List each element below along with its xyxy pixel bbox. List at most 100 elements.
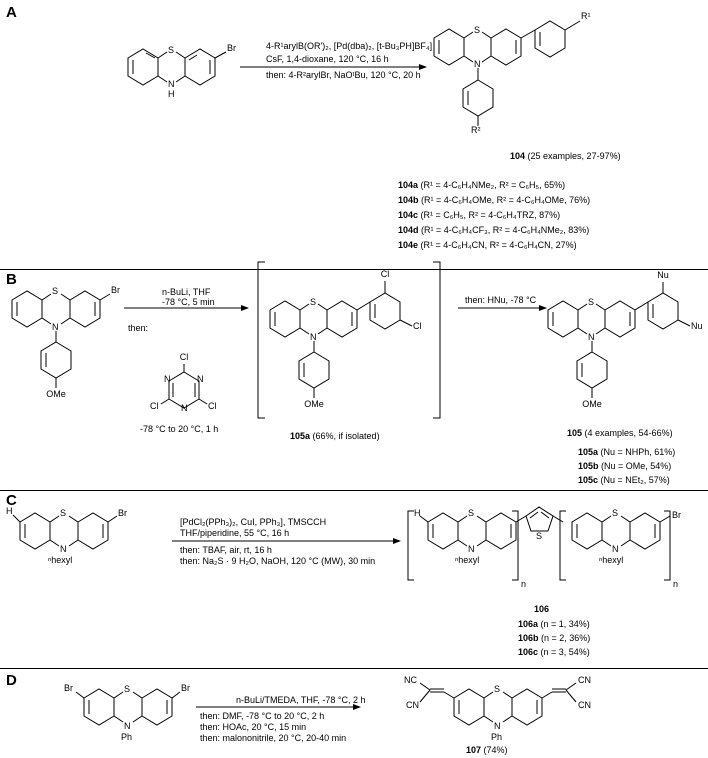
product-107-cn-bottom: CN [578, 700, 591, 710]
reactant-d-br-right: Br [181, 683, 190, 693]
reactant-b-structure [11, 290, 111, 388]
panel-label-d: D [6, 672, 17, 689]
product-107-cn-left: CN [406, 700, 419, 710]
product-107-nc: NC [404, 675, 417, 685]
product-106-s-2: S [612, 508, 619, 518]
product-104-r1: R¹ [581, 11, 591, 21]
triazine-n-2: N [197, 374, 204, 384]
reactant-d-n: N [124, 721, 131, 731]
product-105-n: N [588, 332, 595, 342]
example-104b: 104b (R¹ = 4-C₆H₄OMe, R² = 4-C₆H₄OMe, 76… [398, 195, 591, 205]
triazine-cl-right: Cl [208, 401, 217, 411]
product-106-h: H [414, 508, 421, 518]
reactant-d-ph: Ph [121, 732, 133, 742]
product-107-caption: 107 (74%) [466, 745, 508, 755]
product-106-hexyl-2: ⁿhexyl [599, 555, 624, 565]
conditions-d-line-1: n-BuLi/TMEDA, THF, -78 °C, 2 h [236, 695, 366, 705]
conditions-a-line-1: 4-R¹arylB(OR')₂, [Pd(dba)₂, [t-Bu₃PH]BF₄… [266, 41, 433, 51]
conditions-b-line-2: -78 °C, 5 min [162, 297, 215, 307]
reactant-d-br-left: Br [64, 683, 73, 693]
conditions-d-line-3: then: HOAc, 20 °C, 15 min [200, 722, 307, 732]
intermediate-s: S [310, 297, 317, 307]
product-106-n-1: N [468, 544, 475, 554]
example-105c: 105c (Nu = NEt₂, 57%) [578, 475, 670, 485]
conditions-c-line-3: then: TBAF, air, rt, 16 h [180, 545, 272, 555]
reactant-a-n: N [168, 79, 175, 89]
conditions-b-line-3: -78 °C to 20 °C, 1 h [140, 424, 219, 434]
reactant-a-s: S [168, 45, 175, 55]
panel-label-a: A [6, 4, 17, 21]
reactant-a-h: H [168, 89, 175, 99]
conditions-b-then: then: [128, 323, 149, 333]
product-105-caption: 105 (4 examples, 54-66%) [567, 428, 673, 438]
triazine-cl-top: Cl [179, 352, 189, 362]
product-106-thiophene-s: S [536, 531, 543, 541]
conditions-d-line-2: then: DMF, -78 °C to 20 °C, 2 h [200, 711, 325, 721]
reactant-d-structure [75, 688, 181, 726]
product-105-ome: OMe [582, 399, 602, 409]
product-106-n-2: N [612, 544, 619, 554]
trichlorotriazine-structure [160, 364, 208, 409]
intermediate-105a-structure [269, 281, 413, 398]
reactant-c-s: S [60, 508, 67, 518]
reactant-d-s: S [124, 684, 131, 694]
conditions-c-line-4: then: Na₂S · 9 H₂O, NaOH, 120 °C (MW), 3… [180, 556, 376, 566]
reactant-c-structure [12, 512, 118, 550]
product-107-ph: Ph [491, 732, 503, 742]
bracket-left [257, 261, 265, 419]
intermediate-cl-right: Cl [413, 321, 422, 331]
example-104d: 104d (R¹ = 4-C₆H₄CF₃, R² = 4-C₆H₄NMe₂, 8… [398, 225, 590, 235]
conditions-a-line-3: then: 4-R²arylBr, NaOᵗBu, 120 °C, 20 h [266, 70, 421, 80]
example-104a: 104a (R¹ = 4-C₆H₄NMe₂, R² = C₆H₅, 65%) [398, 180, 566, 190]
product-107-cn-top: CN [578, 675, 591, 685]
triazine-n-1: N [164, 374, 171, 384]
product-104-n: N [474, 59, 481, 69]
product-104-structure [433, 20, 581, 126]
reactant-c-hexyl: ⁿhexyl [48, 555, 73, 565]
conditions-b-second: then: HNu, -78 °C [465, 295, 537, 305]
product-106-label: 106 [534, 604, 550, 614]
reactant-c-br: Br [118, 508, 127, 518]
divider-a-b [0, 269, 708, 270]
conditions-d-line-4: then: malononitrile, 20 °C, 20-40 min [200, 733, 347, 743]
reactant-b-ome: OMe [46, 389, 66, 399]
triazine-cl-left: Cl [150, 401, 159, 411]
bracket-right [433, 261, 441, 419]
product-105-nu-top: Nu [657, 270, 669, 280]
product-107-n: N [494, 721, 501, 731]
divider-c-d [0, 668, 708, 669]
example-106b: 106b (n = 2, 36%) [518, 633, 591, 643]
product-106-hexyl-1: ⁿhexyl [455, 555, 480, 565]
product-106-s-1: S [468, 508, 475, 518]
reactant-a-br: Br [227, 43, 236, 53]
product-104-note: (25 examples, 27-97%) [525, 151, 621, 161]
product-106-br: Br [672, 510, 681, 520]
reactant-c-h: H [6, 506, 13, 516]
example-105a: 105a (Nu = NHPh, 61%) [578, 447, 676, 457]
product-105-structure [547, 282, 691, 398]
conditions-b-line-1: n-BuLi, THF [162, 287, 211, 297]
reactant-b-br: Br [111, 285, 120, 295]
conditions-c-line-2: THF/piperidine, 55 °C, 16 h [180, 528, 290, 538]
intermediate-ome: OMe [304, 399, 324, 409]
reactant-b-n: N [52, 322, 59, 332]
product-107-structure [419, 682, 577, 726]
product-104-s: S [474, 25, 481, 35]
reactant-c-n: N [60, 544, 67, 554]
example-104e: 104e (R¹ = 4-C₆H₄CN, R² = 4-C₆H₄CN, 27%) [398, 240, 577, 250]
intermediate-n: N [310, 332, 317, 342]
triazine-n-3: N [181, 403, 188, 413]
example-106a: 106a (n = 1, 34%) [518, 619, 590, 629]
conditions-c-line-1: [PdCl₂(PPh₃)₂, CuI, PPh₃], TMSCCH [180, 517, 327, 527]
product-105-s: S [588, 297, 595, 307]
panel-label-b: B [6, 271, 17, 288]
product-107-s: S [494, 684, 501, 694]
reactant-b-s: S [52, 286, 59, 296]
product-105-nu-right: Nu [691, 321, 703, 331]
example-104c: 104c (R¹ = C₆H₅, R² = 4-C₆H₄TRZ, 87%) [398, 210, 561, 220]
intermediate-cl-top: Cl [380, 269, 390, 279]
example-105b: 105b (Nu = OMe, 54%) [578, 461, 672, 471]
product-104-label: 104 [510, 151, 526, 161]
product-104-r2: R² [471, 125, 481, 135]
